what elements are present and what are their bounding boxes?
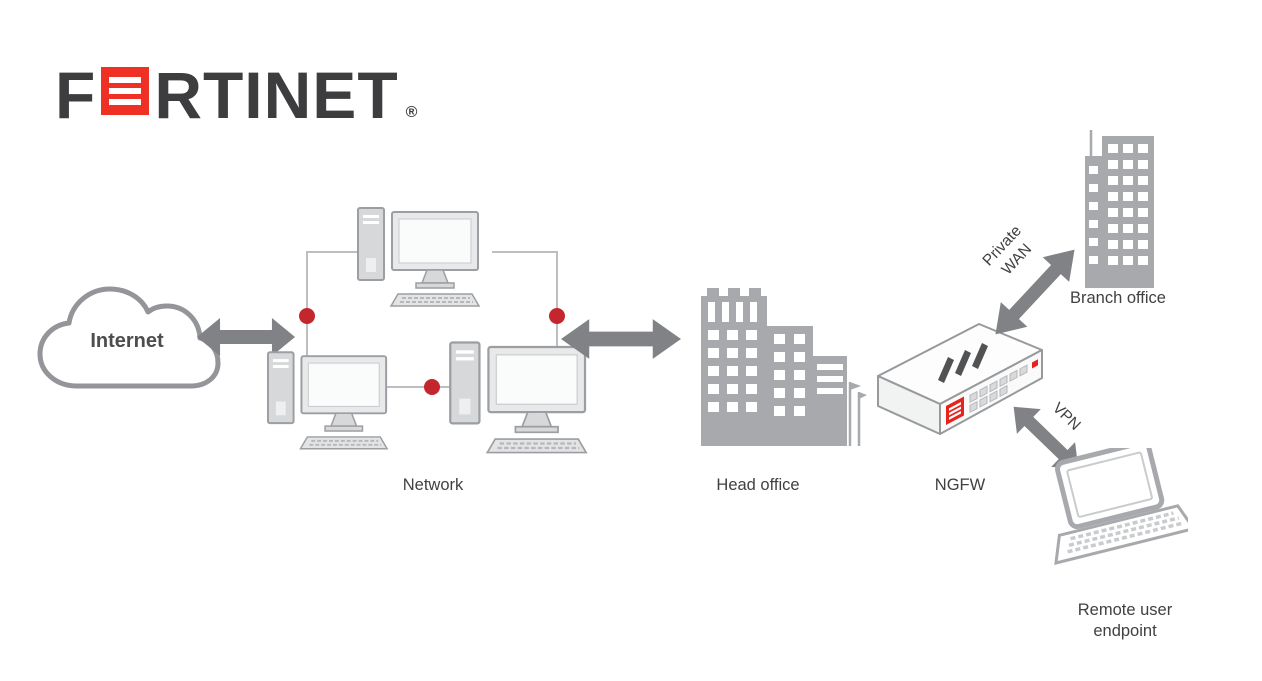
cloud-icon [37, 286, 221, 389]
fortinet-grille-icon [101, 67, 150, 115]
firewall-appliance-icon [877, 323, 1043, 435]
front-panel [946, 359, 1038, 425]
head-office-label: Head office [716, 476, 800, 494]
logo-letter-f: F [55, 58, 97, 132]
branch-building-icon [1085, 130, 1154, 288]
port-grid [969, 364, 1028, 414]
registered-trademark: ® [405, 104, 418, 121]
flag-icons [848, 382, 867, 446]
network-headoffice-arrow-icon [561, 319, 681, 359]
vent-slashes [938, 343, 988, 383]
internet-label: Internet [90, 330, 164, 352]
fortinet-logo: F RTINET ® [55, 62, 417, 128]
red-dot [549, 308, 565, 324]
office-building-icon [701, 288, 867, 446]
laptop-icon [1054, 448, 1188, 565]
red-dot [299, 308, 315, 324]
red-dot [424, 379, 440, 395]
workstation-icon-top [357, 207, 480, 307]
logo-letters-rtinet: RTINET [154, 58, 399, 132]
workstation-icon-bottom-left [266, 351, 389, 450]
remote-user-label: Remote user endpoint [1077, 601, 1173, 641]
ngfw-label: NGFW [934, 476, 986, 494]
branch-office-label: Branch office [1069, 289, 1166, 307]
network-label: Network [402, 476, 464, 494]
